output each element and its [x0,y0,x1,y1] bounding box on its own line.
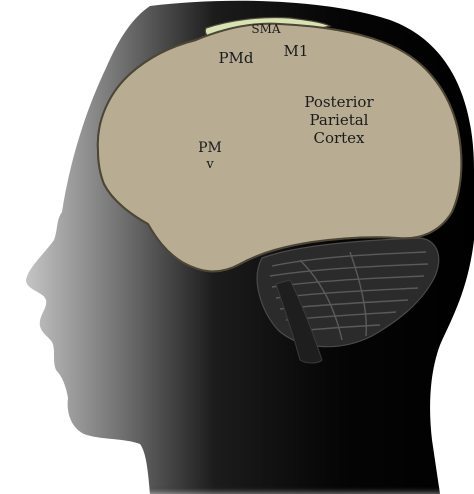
pmd-label: PMd [218,49,253,67]
head-bottom-fade [150,440,440,494]
ppc-label-line2: Parietal [310,111,369,129]
ppc-label-line1: Posterior [304,93,374,111]
pmv-label-line1: PM [198,140,222,156]
ppc-label-line3: Cortex [313,129,365,147]
m1-label: M1 [284,42,309,60]
sma-label: SMA [251,22,281,36]
pmv-label-line2: v [205,157,214,172]
